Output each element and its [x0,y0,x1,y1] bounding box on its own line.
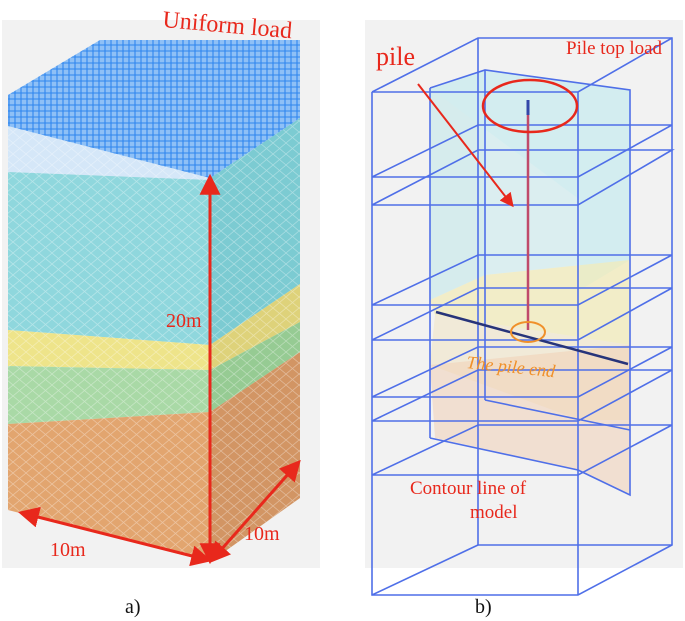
pile-pointer-arrow [417,83,514,208]
model-contour-lines [371,37,675,596]
mesh-overlay [8,118,300,562]
pile-top-load-circle [481,78,579,134]
panel-b-wireframe-model: pile Pile top load The pile end Contour … [365,20,683,596]
depth-label: 10m [244,523,280,545]
height-label: 20m [166,310,202,332]
width-dimension-line [17,506,213,567]
caption-b: b) [475,596,492,618]
pile-end-level-line [435,310,629,366]
panel-a-soil-model: Uniform load 20m 10m 10m [2,7,320,568]
pile-label: pile [376,42,415,71]
caption-a: a) [125,596,141,618]
dimension-lines [17,173,301,567]
width-label: 10m [50,539,86,561]
depth-dimension-line [209,459,301,564]
pile-end-circle [510,321,546,343]
uniform-load-arrows [8,40,300,178]
pile-top-load-label: Pile top load [566,38,663,59]
contour-label-line2: model [470,502,518,523]
inner-soil-region [430,70,630,495]
contour-label-line1: Contour line of [410,478,527,499]
